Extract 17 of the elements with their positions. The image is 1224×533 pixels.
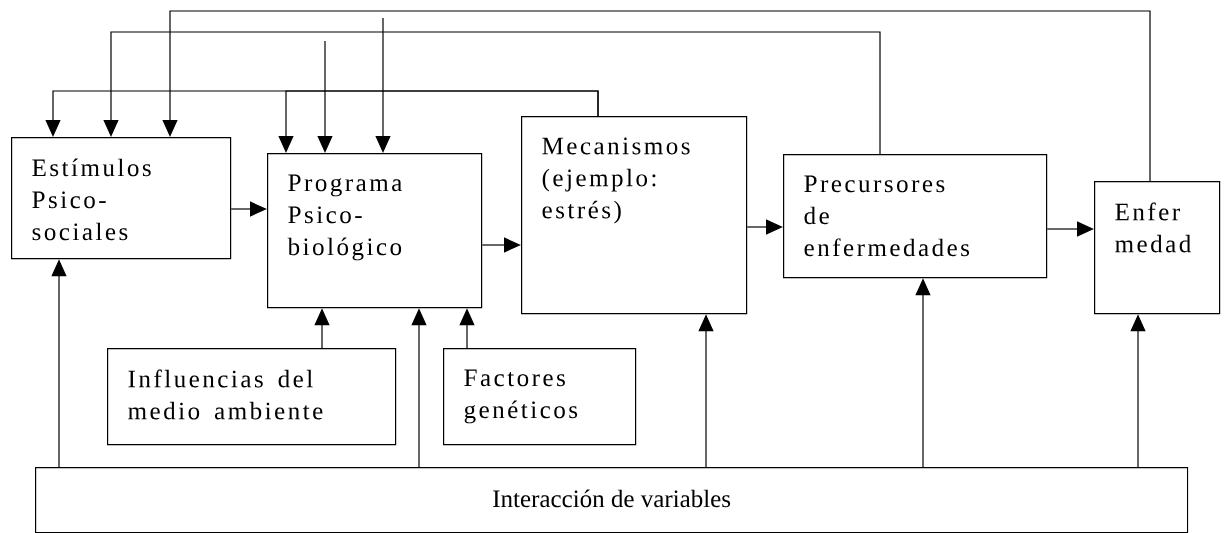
arrow (317, 40, 333, 153)
arrow (103, 31, 881, 155)
arrow (746, 219, 783, 235)
arrow (278, 90, 599, 153)
process-box: Precursores de enfermedades (783, 154, 1048, 279)
process-box: Influencias del medio ambiente (107, 348, 397, 446)
process-box: Programa Psico- biológico (267, 153, 483, 309)
arrow (230, 201, 267, 217)
process-box: Estímulos Psico- sociales (11, 137, 232, 260)
process-box: Enfer medad (1094, 181, 1221, 315)
process-box: Mecanismos (ejemplo: estrés) (521, 116, 748, 315)
arrow (481, 237, 521, 253)
arrow (375, 17, 391, 153)
arrow (1046, 221, 1094, 237)
arrow (162, 10, 1151, 182)
interaction-box: Interacción de variables (35, 467, 1189, 533)
process-box: Factores genéticos (443, 348, 637, 446)
